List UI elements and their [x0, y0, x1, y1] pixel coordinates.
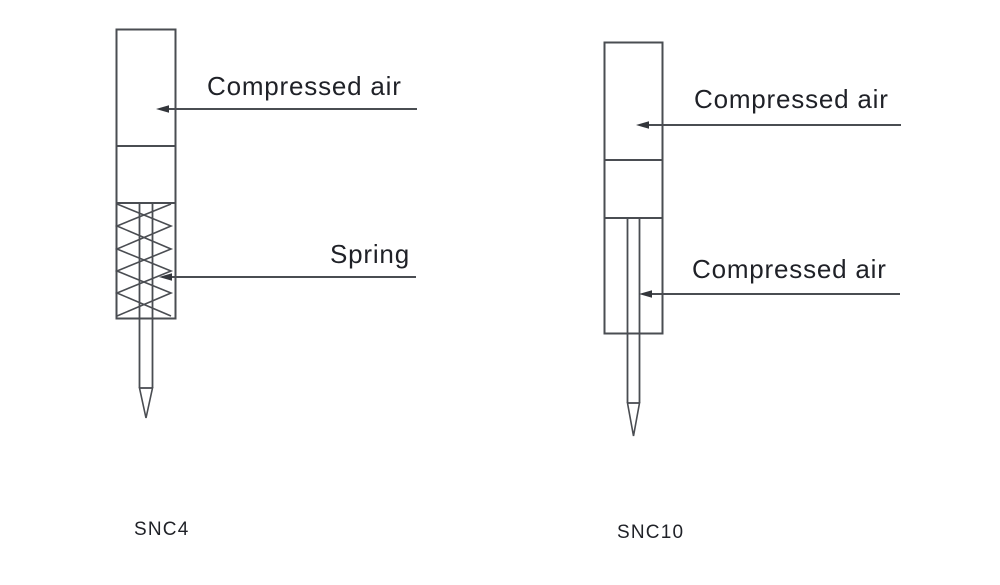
snc4-compressed-air-arrowhead-icon [156, 105, 169, 113]
snc10-compressed-air-bottom-arrowhead-icon [639, 290, 652, 298]
snc10-arrow-compressed-air-top [636, 121, 901, 129]
snc10-compressed-air-top-label: Compressed air [694, 84, 889, 114]
snc10-arrow-compressed-air-bottom [639, 290, 900, 298]
snc4-device [114, 28, 177, 419]
snc10-needle-tip [626, 402, 641, 437]
snc10-body-outline [603, 41, 664, 335]
snc10-needle [626, 218, 641, 437]
snc10-compressed-air-bottom-label: Compressed air [692, 254, 887, 284]
snc4-needle [138, 203, 154, 419]
snc4-spring-label: Spring [330, 239, 410, 269]
snc4-arrow-spring [159, 273, 416, 281]
snc10-compressed-air-top-arrowhead-icon [636, 121, 649, 129]
snc4-needle-tip [138, 387, 154, 419]
snc10-caption: SNC10 [617, 522, 685, 543]
snc4-arrow-compressed-air [156, 105, 417, 113]
snc4-spring-coil-b [114, 203, 174, 317]
snc4-compressed-air-label: Compressed air [207, 71, 402, 101]
snc4-caption: SNC4 [134, 519, 190, 540]
snc10-device [603, 41, 664, 437]
snc4-body-outline [115, 28, 177, 320]
snc4-spring [114, 203, 174, 317]
snc4-spring-arrowhead-icon [159, 273, 172, 281]
